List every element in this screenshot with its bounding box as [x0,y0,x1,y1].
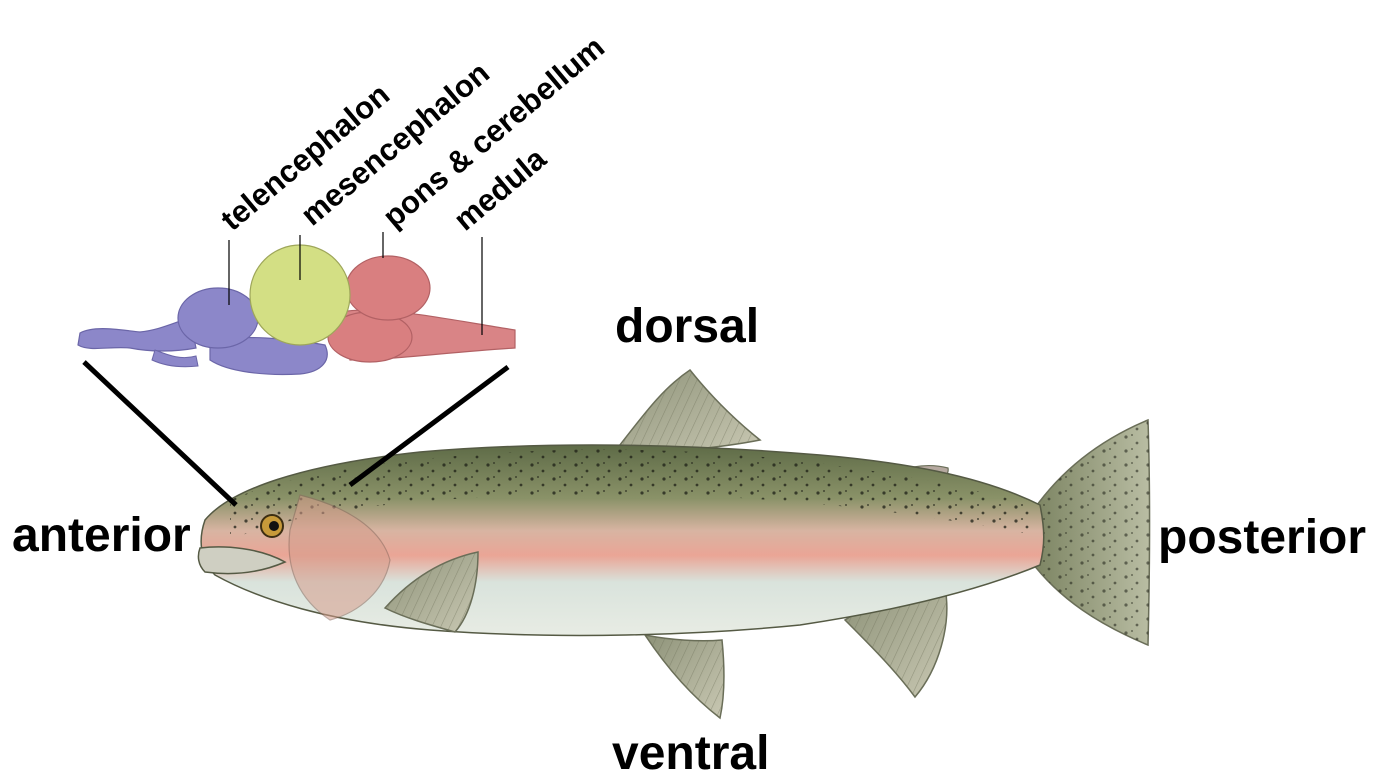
fish-brain [78,232,515,374]
telencephalon [178,288,258,348]
zoom-line-front [84,362,236,505]
posterior-label: posterior [1158,514,1366,562]
cerebellum [346,256,430,320]
ventral-label: ventral [612,730,769,778]
dorsal-label: dorsal [615,303,759,351]
anterior-label: anterior [12,512,191,560]
